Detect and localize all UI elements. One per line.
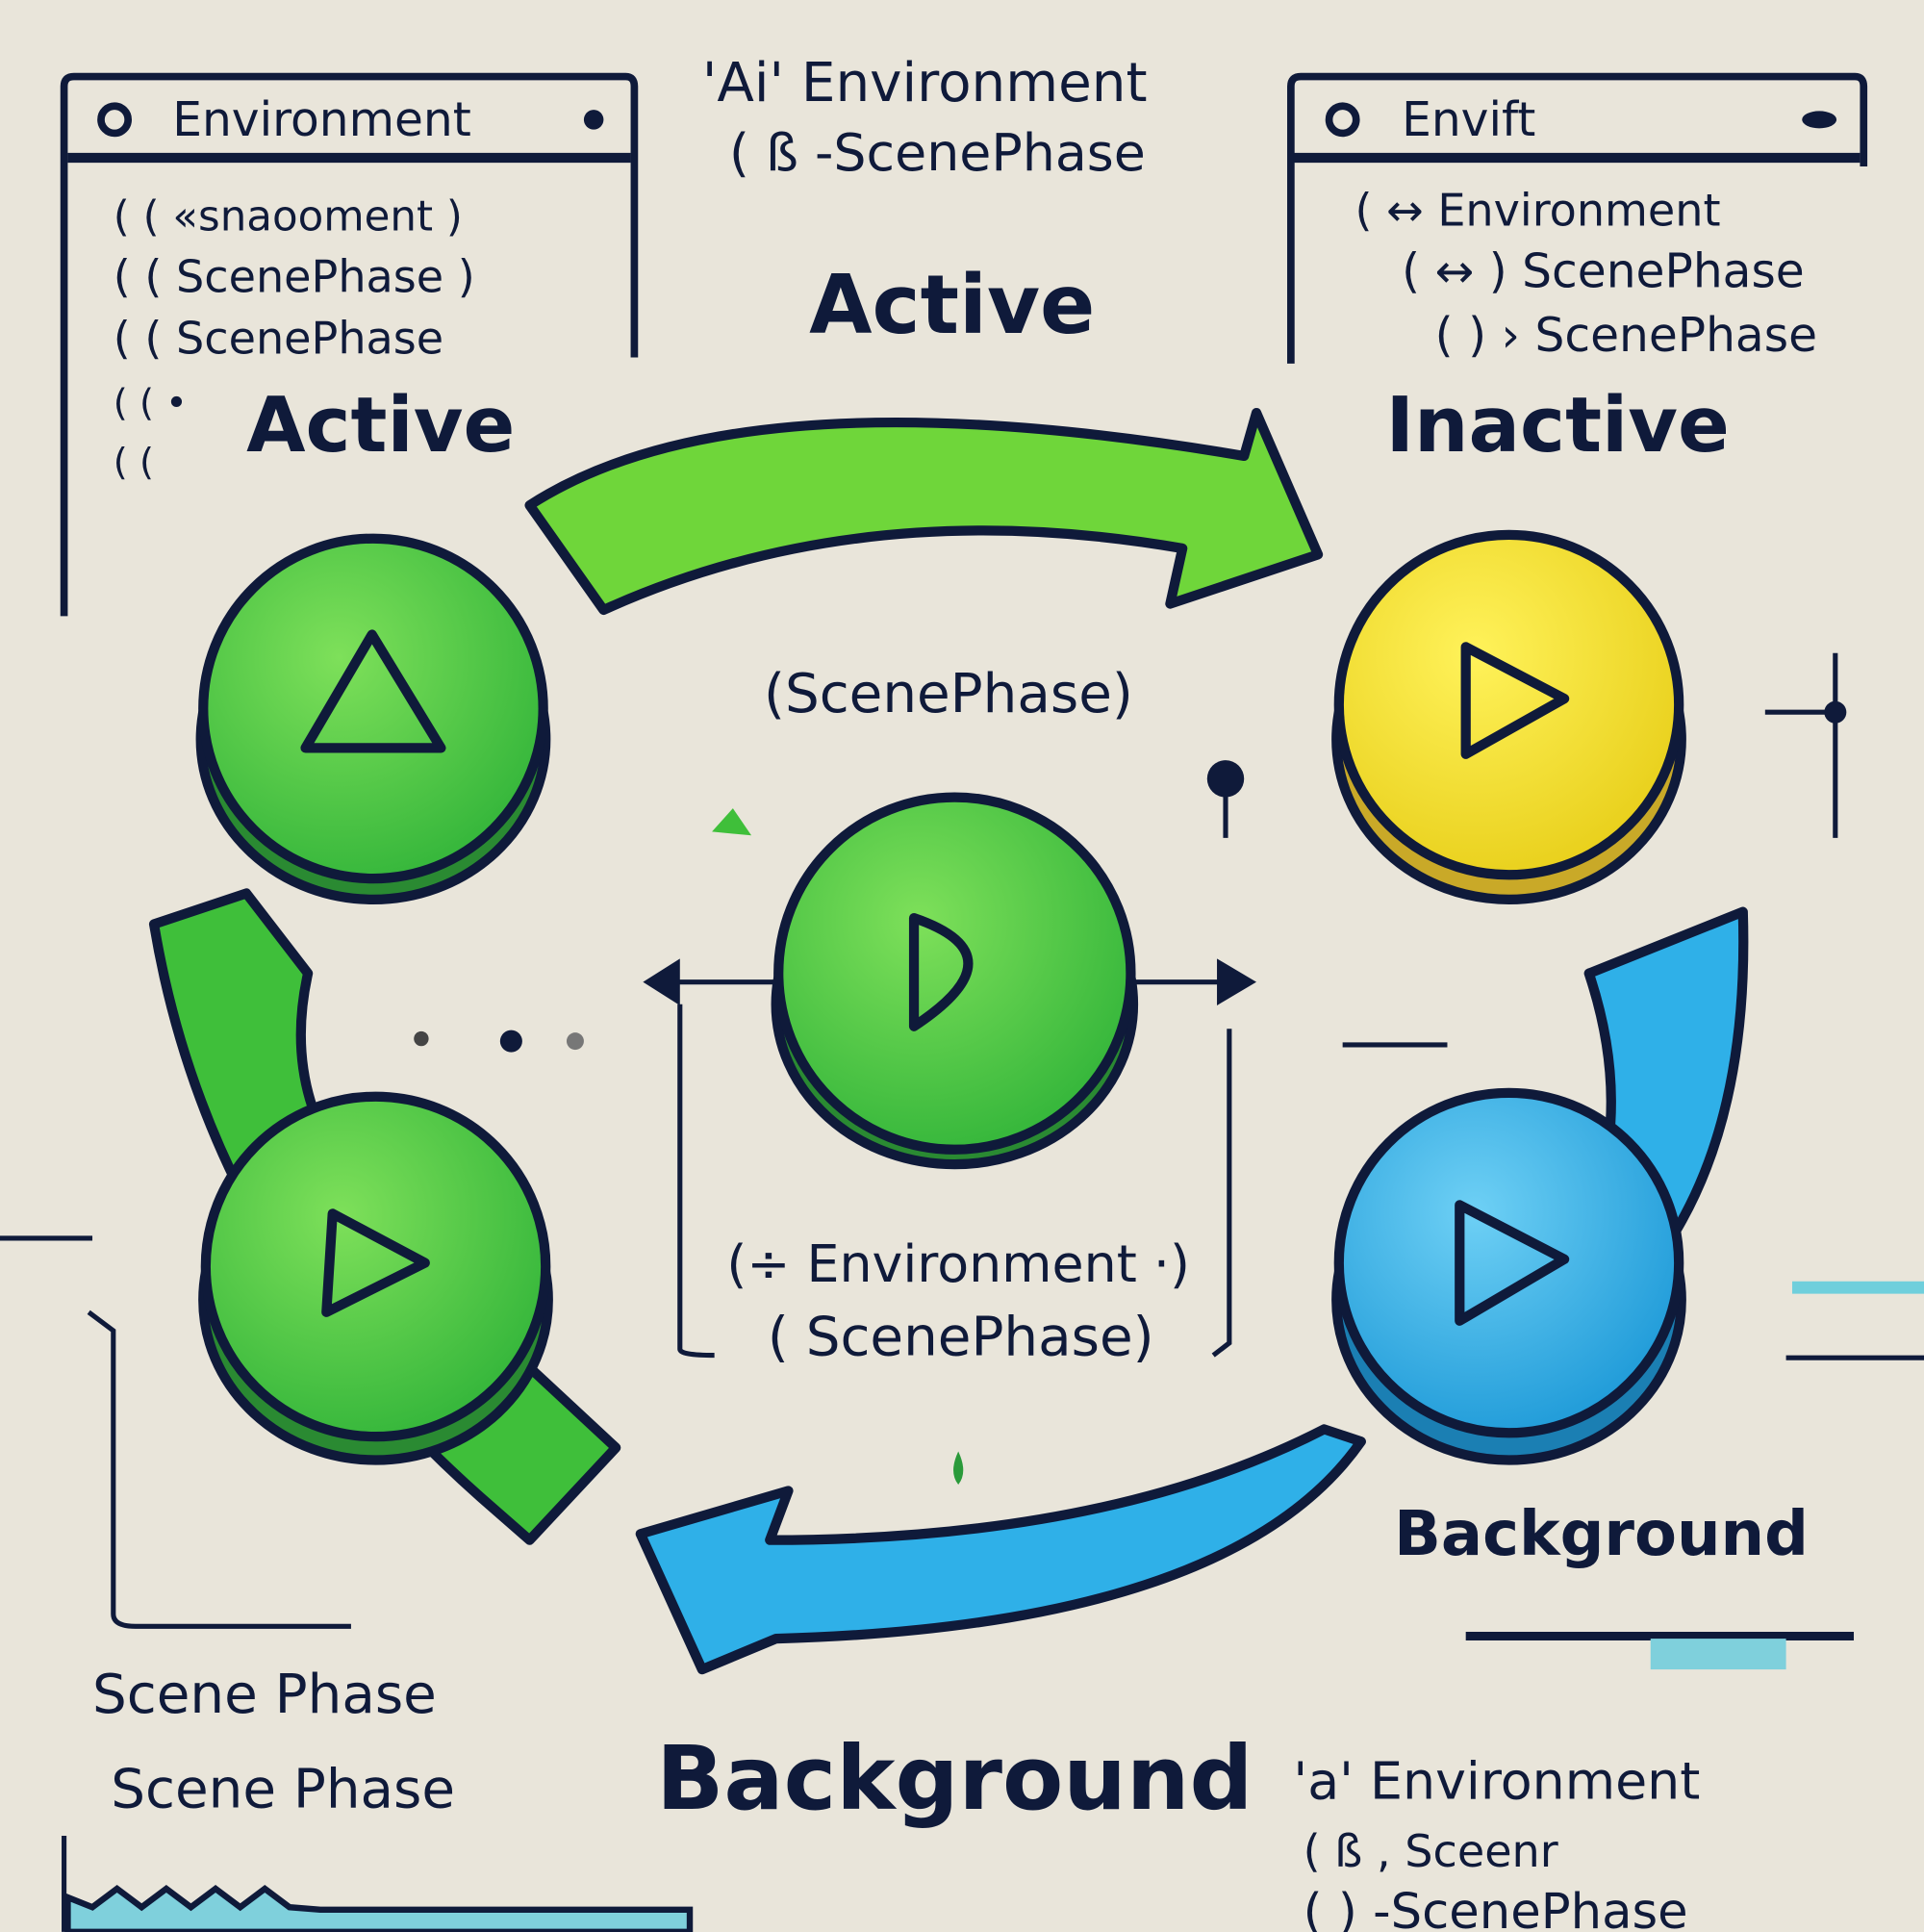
center-box-line2: ( ScenePhase) (768, 1307, 1154, 1369)
dot-icon (583, 110, 604, 130)
play-icon (908, 912, 974, 1031)
center-box-line1: (÷ Environment ·) (726, 1233, 1190, 1294)
arrow-right-icon (1217, 958, 1257, 1005)
background-center-label: Background (656, 1726, 1253, 1830)
right-panel: Envift ( ↔ Environment ( ↔ ) ScenePhase … (1287, 72, 1868, 470)
arrow-active-to-inactive (524, 407, 1324, 616)
play-icon (1455, 1200, 1570, 1326)
left-panel-title: Environment (172, 93, 471, 147)
bottom-scenephase-line: ( ) -ScenePhase (1304, 1883, 1688, 1932)
right-panel-line: ( ) › ScenePhase (1435, 309, 1817, 363)
bottom-environment-label: 'a' Environment (1293, 1751, 1700, 1812)
arrow-background-to-active (635, 1424, 1366, 1675)
play-icon (321, 1208, 430, 1317)
right-panel-line: ( ↔ ) ScenePhase (1402, 244, 1805, 298)
right-panel-title: Envift (1402, 93, 1535, 147)
left-active-label: Active (246, 380, 515, 470)
dot-icon (566, 1032, 584, 1051)
triangle-up-icon (300, 629, 446, 753)
radio-icon (1325, 102, 1360, 138)
center-scenephase-label: (ScenePhase) (764, 663, 1133, 725)
background-right-label: Background (1394, 1499, 1809, 1570)
play-icon (1460, 642, 1570, 759)
left-panel-line: ( ( ScenePhase (114, 313, 443, 365)
bottom-scenephase-line: ( ß , Sceenr (1304, 1825, 1558, 1877)
dot-icon (1824, 700, 1847, 724)
dot-icon (1206, 760, 1245, 798)
inactive-button[interactable] (1331, 529, 1686, 904)
decor-bar (1650, 1639, 1786, 1670)
top-active-label: Active (809, 258, 1095, 352)
left-panel-line: ( ( ScenePhase ) (114, 251, 475, 303)
scene-phase-label: Scene Phase (111, 1759, 455, 1821)
center-play-button[interactable] (771, 792, 1139, 1170)
arrow-left-icon (643, 958, 680, 1005)
dot-icon (414, 1030, 429, 1047)
dot-icon (1802, 111, 1837, 129)
left-panel: Environment ( ( «snaooment ) ( ( ScenePh… (60, 72, 639, 617)
top-scenephase-label: ( ß -ScenePhase (729, 122, 1146, 183)
radio-icon (97, 102, 133, 138)
left-panel-line: ( ( • (114, 382, 188, 425)
background-left-button[interactable] (198, 1091, 553, 1465)
background-button[interactable] (1331, 1087, 1686, 1465)
left-panel-line: ( ( (114, 441, 154, 484)
scene-phase-label: Scene Phase (92, 1664, 437, 1726)
drop-icon (953, 1451, 964, 1486)
small-triangle-icon (712, 808, 752, 836)
active-button[interactable] (195, 533, 551, 904)
center-connectors (0, 652, 1924, 1641)
top-environment-label: 'Ai' Environment (702, 52, 1148, 114)
wave-decor (64, 1885, 694, 1932)
dot-icon (499, 1030, 522, 1053)
left-panel-line: ( ( «snaooment ) (114, 193, 463, 242)
right-panel-line: ( ↔ Environment (1354, 184, 1720, 236)
inactive-label: Inactive (1385, 380, 1729, 470)
